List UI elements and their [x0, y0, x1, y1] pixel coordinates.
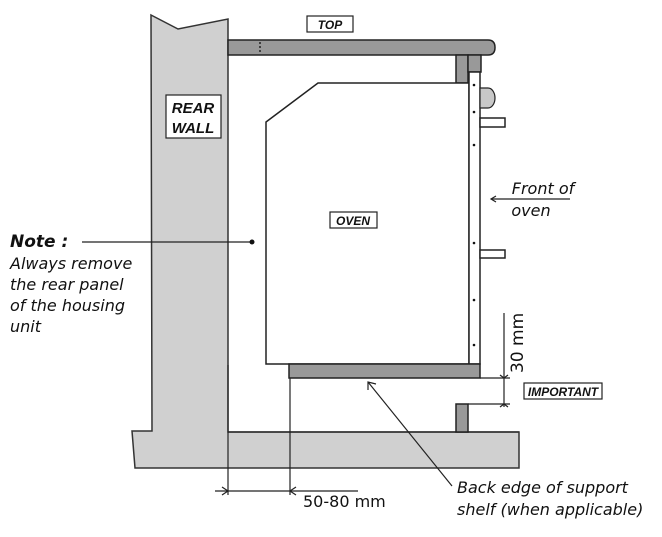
oven-tag: OVEN: [329, 211, 378, 229]
svg-text:WALL: WALL: [172, 120, 215, 137]
note-line: the rear panel: [10, 275, 124, 294]
note-line: unit: [10, 317, 42, 336]
shelf-leader-arrow: [367, 381, 377, 390]
svg-text:IMPORTANT: IMPORTANT: [528, 385, 600, 399]
door-dot: [472, 298, 476, 302]
svg-text:TOP: TOP: [318, 18, 343, 32]
svg-text:OVEN: OVEN: [336, 214, 370, 228]
front-arrow-head: [489, 195, 497, 203]
top-shelf: [227, 39, 496, 56]
shelf-caption-line2: shelf (when applicable): [457, 500, 643, 519]
door-dot: [472, 143, 476, 147]
door-handle-top: [479, 117, 506, 128]
front-label-line1: Front of: [512, 179, 577, 198]
svg-text:REAR: REAR: [172, 100, 215, 117]
bottom-post: [455, 403, 469, 433]
oven-door: [468, 71, 481, 365]
control-knob: [479, 87, 496, 109]
door-dot: [472, 343, 476, 347]
shelf-leader-line: [367, 381, 453, 487]
front-label-line2: oven: [511, 201, 550, 220]
door-dots: [472, 83, 476, 347]
shelf-caption-line1: Back edge of support: [457, 478, 629, 497]
important-tag: IMPORTANT: [523, 382, 603, 400]
rear-wall-tag: REAR WALL: [165, 94, 222, 139]
dim-gap-arrows: [221, 486, 297, 496]
dim-30-arrows: [499, 374, 509, 408]
door-dot: [472, 83, 476, 87]
support-shelf: [288, 363, 481, 379]
door-dot: [472, 110, 476, 114]
top-post-left: [455, 54, 469, 84]
top-post-right: [467, 54, 482, 73]
door-dot: [472, 241, 476, 245]
note-line: Always remove: [9, 254, 132, 273]
note-leader-dot: [249, 239, 255, 245]
note-line: of the housing: [10, 296, 125, 315]
dim-30-label: 30 mm: [508, 313, 528, 373]
top-tag: TOP: [306, 15, 354, 33]
door-handle-bottom: [479, 249, 506, 259]
dim-gap-label: 50-80 mm: [303, 492, 386, 511]
note-title: Note :: [10, 232, 68, 252]
